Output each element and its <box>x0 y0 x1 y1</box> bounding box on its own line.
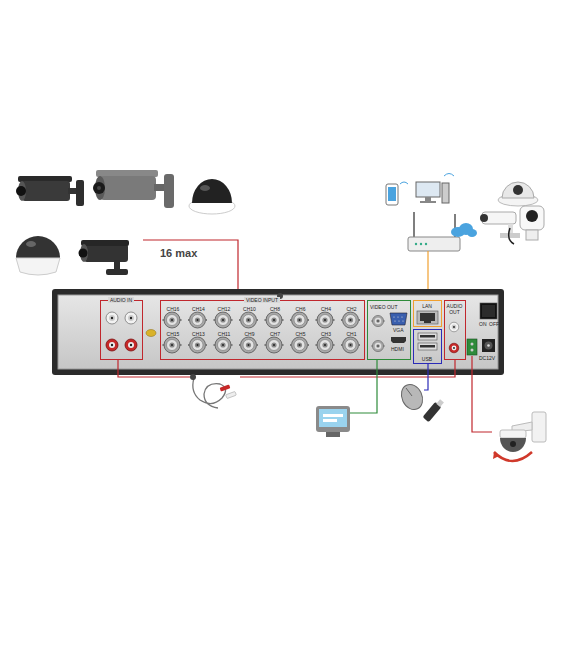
usb-ports <box>418 333 437 350</box>
section-title: USB <box>422 356 432 362</box>
channel-label: CH7 <box>270 331 280 337</box>
section-title: VIDEO OUT <box>370 304 398 310</box>
port-group-box: VIDEO OUT VGA HDMI <box>367 300 411 360</box>
port-group-box: LAN <box>413 300 442 327</box>
channel-label: CH5 <box>295 331 305 337</box>
power-switch <box>480 303 497 319</box>
port-label: HDMI <box>391 346 404 352</box>
camera-count: 16 max <box>160 247 197 260</box>
video-out-wire <box>350 360 377 413</box>
computer-icon <box>416 174 454 204</box>
channel-label: CH8 <box>270 306 280 312</box>
section-title: LAN <box>422 303 432 309</box>
port-label: VGA <box>393 327 404 333</box>
ptz-camera <box>493 412 546 461</box>
dvr-body <box>52 289 504 375</box>
channel-label: CH15 <box>167 331 180 337</box>
bullet-camera <box>79 240 130 275</box>
audio-out-jacks <box>449 322 459 353</box>
switch-label: ON <box>479 321 487 327</box>
dome-camera <box>16 236 60 275</box>
channel-label: CH6 <box>295 306 305 312</box>
switch-label: OFF <box>489 321 499 327</box>
section-title: VIDEO INPUT <box>244 297 280 303</box>
port-group-box: USB <box>413 329 442 364</box>
port-group-box: VIDEO INPUT CH16 CH14 CH12 CH10 CH8 CH6 CH4 CH2C… <box>160 300 365 360</box>
video-out-ports <box>371 313 407 352</box>
section-title: AUDIO OUT <box>446 303 464 315</box>
ptz-wire <box>472 356 492 432</box>
channel-label: CH10 <box>243 306 256 312</box>
channel-label: CH1 <box>346 331 356 337</box>
dc-jack <box>482 339 495 352</box>
ip-camera <box>498 182 538 206</box>
port-group-box: AUDIO OUT <box>444 300 466 360</box>
audio-out-wire <box>240 360 455 377</box>
monitor-icon <box>316 406 350 437</box>
ip-camera <box>509 206 544 244</box>
audio-in-jacks <box>106 312 137 351</box>
dome-camera <box>189 179 235 214</box>
channel-label: CH11 <box>218 331 230 337</box>
section-title: AUDIO IN <box>108 297 134 303</box>
channel-label: CH9 <box>244 331 254 337</box>
cloud-icon <box>451 223 477 237</box>
port-label: DC12V <box>479 355 495 361</box>
channel-label: CH3 <box>321 331 331 337</box>
bullet-camera <box>93 170 174 208</box>
channel-label: CH2 <box>346 306 356 312</box>
bnc-inputs <box>163 312 361 353</box>
audio-in-wire <box>118 360 190 377</box>
lan-port <box>417 311 438 324</box>
channel-label: CH14 <box>192 306 205 312</box>
channel-label: CH12 <box>218 306 231 312</box>
phone-icon <box>386 182 408 205</box>
usb-stick-icon <box>423 399 444 422</box>
rs485-terminal <box>467 339 477 355</box>
port-group-box: AUDIO IN <box>100 300 143 360</box>
bullet-camera <box>16 176 84 206</box>
mouse-icon <box>397 381 426 413</box>
channel-label: CH4 <box>321 306 331 312</box>
ip-camera <box>480 212 520 238</box>
channel-label: CH13 <box>192 331 205 337</box>
channel-label: CH16 <box>167 306 180 312</box>
microphone-cable <box>190 374 236 408</box>
usb-wire <box>424 364 428 390</box>
